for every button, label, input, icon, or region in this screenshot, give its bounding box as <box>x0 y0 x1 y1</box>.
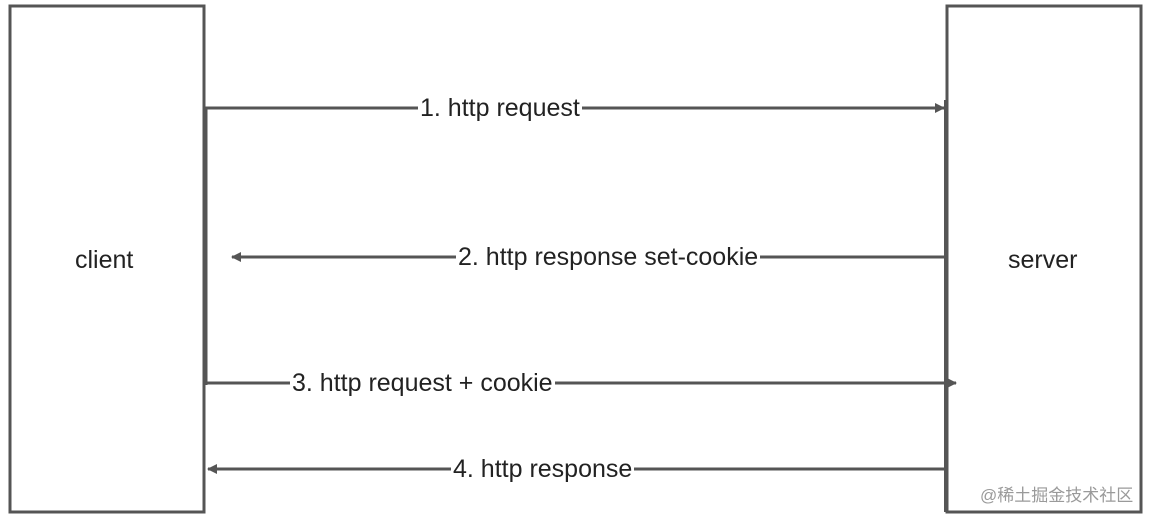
client-box <box>8 4 206 514</box>
watermark-text: @稀土掘金技术社区 <box>980 486 1134 505</box>
message-label-1: 1. http request <box>418 93 582 123</box>
server-box <box>945 4 1143 514</box>
message-label-4: 4. http response <box>451 454 635 484</box>
server-label: server <box>1008 246 1078 274</box>
message-label-3: 3. http request + cookie <box>290 368 555 398</box>
client-label: client <box>75 246 134 274</box>
message-label-2: 2. http response set-cookie <box>456 242 761 272</box>
